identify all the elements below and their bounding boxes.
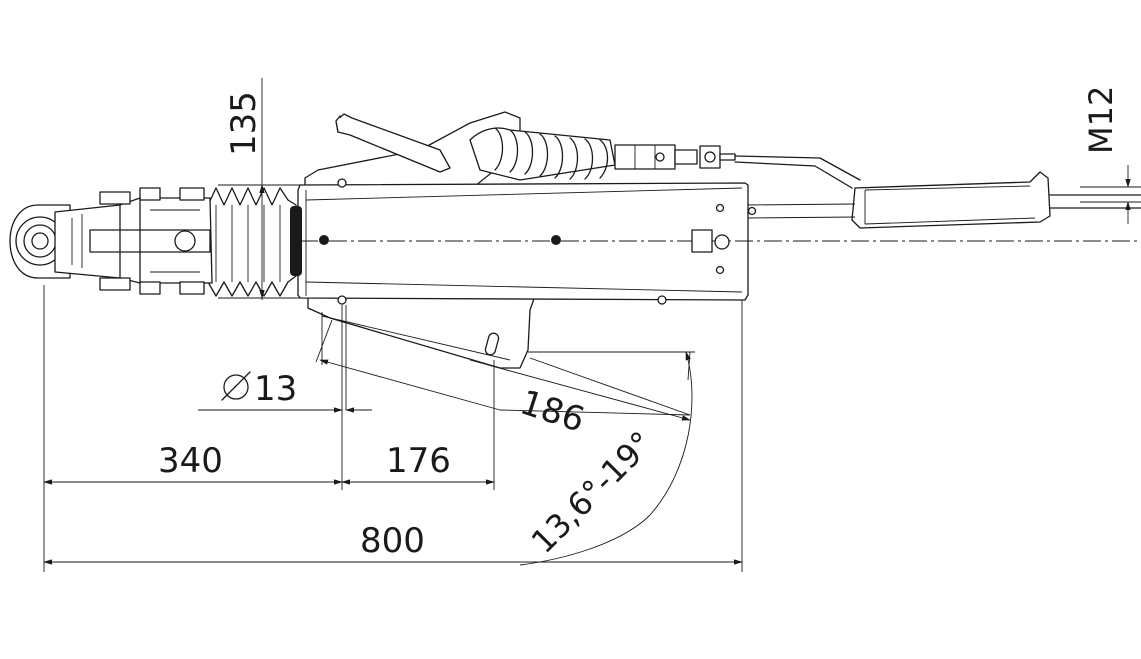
bolt-hole-front bbox=[319, 235, 329, 245]
dim-diameter-13-label: 13 bbox=[254, 369, 297, 409]
rear-handle bbox=[747, 171, 1141, 229]
dimension-lines bbox=[43, 165, 1131, 566]
dim-800-label: 800 bbox=[360, 521, 425, 561]
dim-186-label: 186 bbox=[515, 383, 589, 441]
extension-lines bbox=[43, 78, 1141, 572]
dim-176-label: 176 bbox=[386, 441, 451, 481]
dim-340-label: 340 bbox=[158, 441, 223, 481]
bolt-hole-middle bbox=[551, 235, 561, 245]
rubber-bellows bbox=[207, 187, 302, 297]
dim-m12-label: M12 bbox=[1082, 86, 1120, 154]
handbrake-lever bbox=[335, 113, 861, 189]
diameter-symbol-icon bbox=[221, 371, 251, 401]
dim-angle-label: 13,6°-19° bbox=[524, 424, 661, 561]
coupling-head bbox=[9, 187, 213, 295]
drawbar-housing bbox=[10, 111, 1141, 369]
dim-135-label: 135 bbox=[224, 91, 264, 156]
